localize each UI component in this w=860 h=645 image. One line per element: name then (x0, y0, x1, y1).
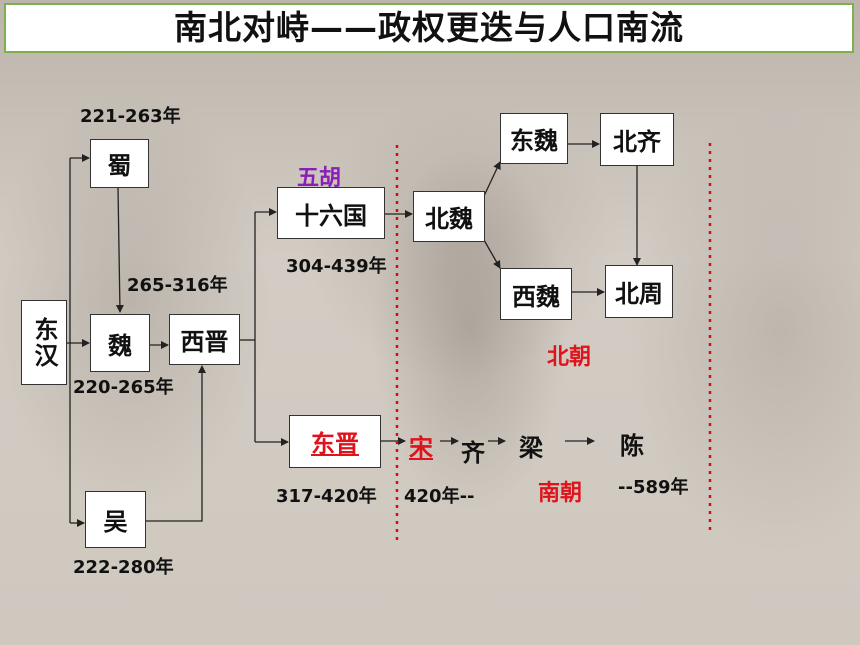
node-dongwei: 东魏 (500, 113, 568, 164)
arrow-beiwei-xiwei (483, 239, 501, 269)
node-shu-label: 蜀 (107, 152, 132, 180)
node-liang: 梁 (519, 434, 543, 462)
node-xiwei-label: 西魏 (512, 282, 560, 311)
node-wu: 吴 (85, 491, 146, 548)
node-beizhou: 北周 (605, 265, 673, 318)
arrow-wu-xijin (146, 365, 206, 522)
node-dongjin: 东晋 (289, 415, 381, 468)
node-song: 宋 (409, 434, 433, 462)
node-wei-label: 魏 (108, 331, 132, 360)
wuhu-label: 五胡 (297, 166, 342, 191)
node-wei: 魏 (90, 314, 150, 372)
node-beiwei: 北魏 (413, 191, 485, 242)
page-title: 南北对峙——政权更迭与人口南流 (174, 8, 684, 47)
node-shiliuguo: 十六国 (277, 187, 385, 239)
arrow-shu-wei (115, 187, 124, 313)
chen-end-year: --589年 (618, 477, 689, 498)
node-xijin-label: 西晋 (180, 328, 229, 356)
node-xijin: 西晋 (169, 314, 240, 365)
node-xiwei: 西魏 (500, 268, 572, 320)
beichao-label: 北朝 (547, 345, 592, 370)
node-donghan-label: 东汉 (30, 316, 58, 369)
node-donghan: 东汉 (21, 300, 67, 385)
song-start-year: 420年-- (404, 486, 475, 507)
node-beiwei-label: 北魏 (425, 205, 473, 233)
wu-years: 222-280年 (73, 557, 174, 578)
node-dongwei-label: 东魏 (510, 127, 558, 155)
node-dongjin-label: 东晋 (311, 430, 359, 458)
node-beizhou-label: 北周 (615, 280, 663, 308)
xijin-years: 265-316年 (127, 275, 228, 296)
node-beiqi-label: 北齐 (613, 128, 661, 156)
node-wu-label: 吴 (103, 508, 128, 536)
node-chen: 陈 (620, 432, 644, 460)
node-shu: 蜀 (90, 139, 149, 188)
node-qi: 齐 (461, 439, 485, 467)
wei-years: 220-265年 (73, 377, 174, 398)
shiliuguo-years: 304-439年 (286, 256, 387, 277)
node-shiliuguo-label: 十六国 (295, 201, 367, 230)
arrow-beiwei-dongwei (483, 161, 501, 197)
nanchao-label: 南朝 (538, 481, 583, 506)
node-beiqi: 北齐 (600, 113, 674, 166)
title-bar: 南北对峙——政权更迭与人口南流 (4, 3, 854, 53)
shu-years: 221-263年 (80, 106, 181, 127)
dongjin-years: 317-420年 (276, 486, 377, 507)
